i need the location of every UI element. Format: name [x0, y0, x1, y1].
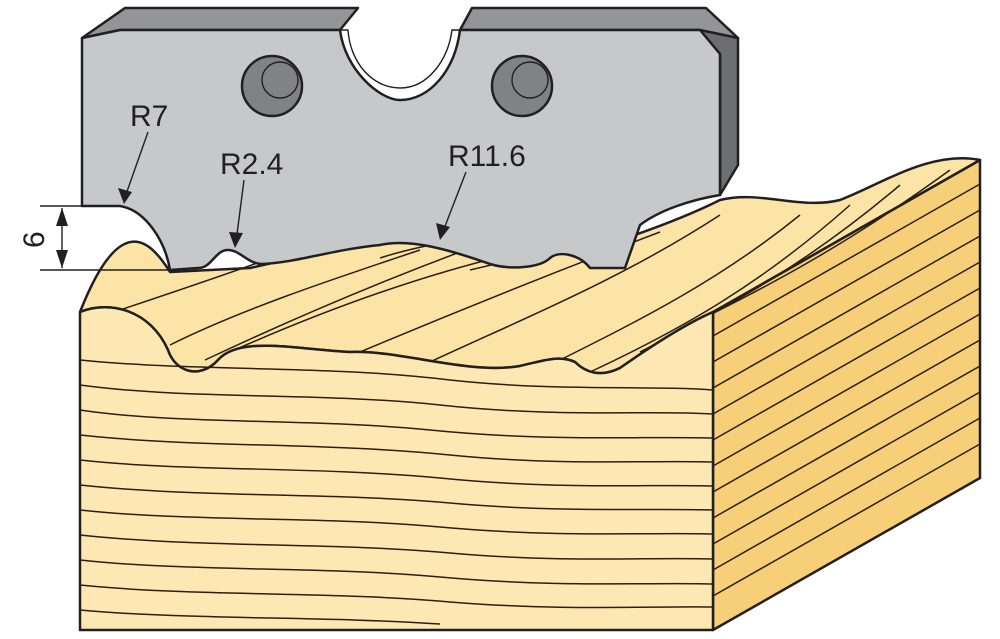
blade-face [80, 28, 722, 272]
blade-hole-right [490, 54, 554, 118]
dimension-annotations: R7 R2.4 R11.6 6 [18, 100, 526, 271]
label-r7: R7 [130, 100, 168, 133]
arrow-r2-4 [229, 232, 243, 248]
label-r2-4: R2.4 [220, 148, 283, 181]
leader-r7 [123, 131, 149, 201]
label-depth: 6 [18, 231, 51, 248]
depth-arrow-top [56, 208, 68, 226]
blade-notch-shade [339, 29, 461, 101]
depth-arrow-bottom [56, 250, 68, 268]
wood-side-grain [712, 183, 981, 597]
leader-r2-4 [235, 179, 245, 243]
profile-knife-blade [80, 6, 740, 272]
wood-top-grain [95, 169, 951, 373]
leader-r11-6 [441, 171, 467, 235]
blade-hole-left [240, 54, 304, 118]
wood-front-face [78, 306, 715, 632]
arrow-r7 [118, 188, 132, 204]
arrow-r11-6 [436, 223, 450, 240]
label-r11-6: R11.6 [448, 140, 526, 173]
wood-front-grain [79, 359, 714, 625]
